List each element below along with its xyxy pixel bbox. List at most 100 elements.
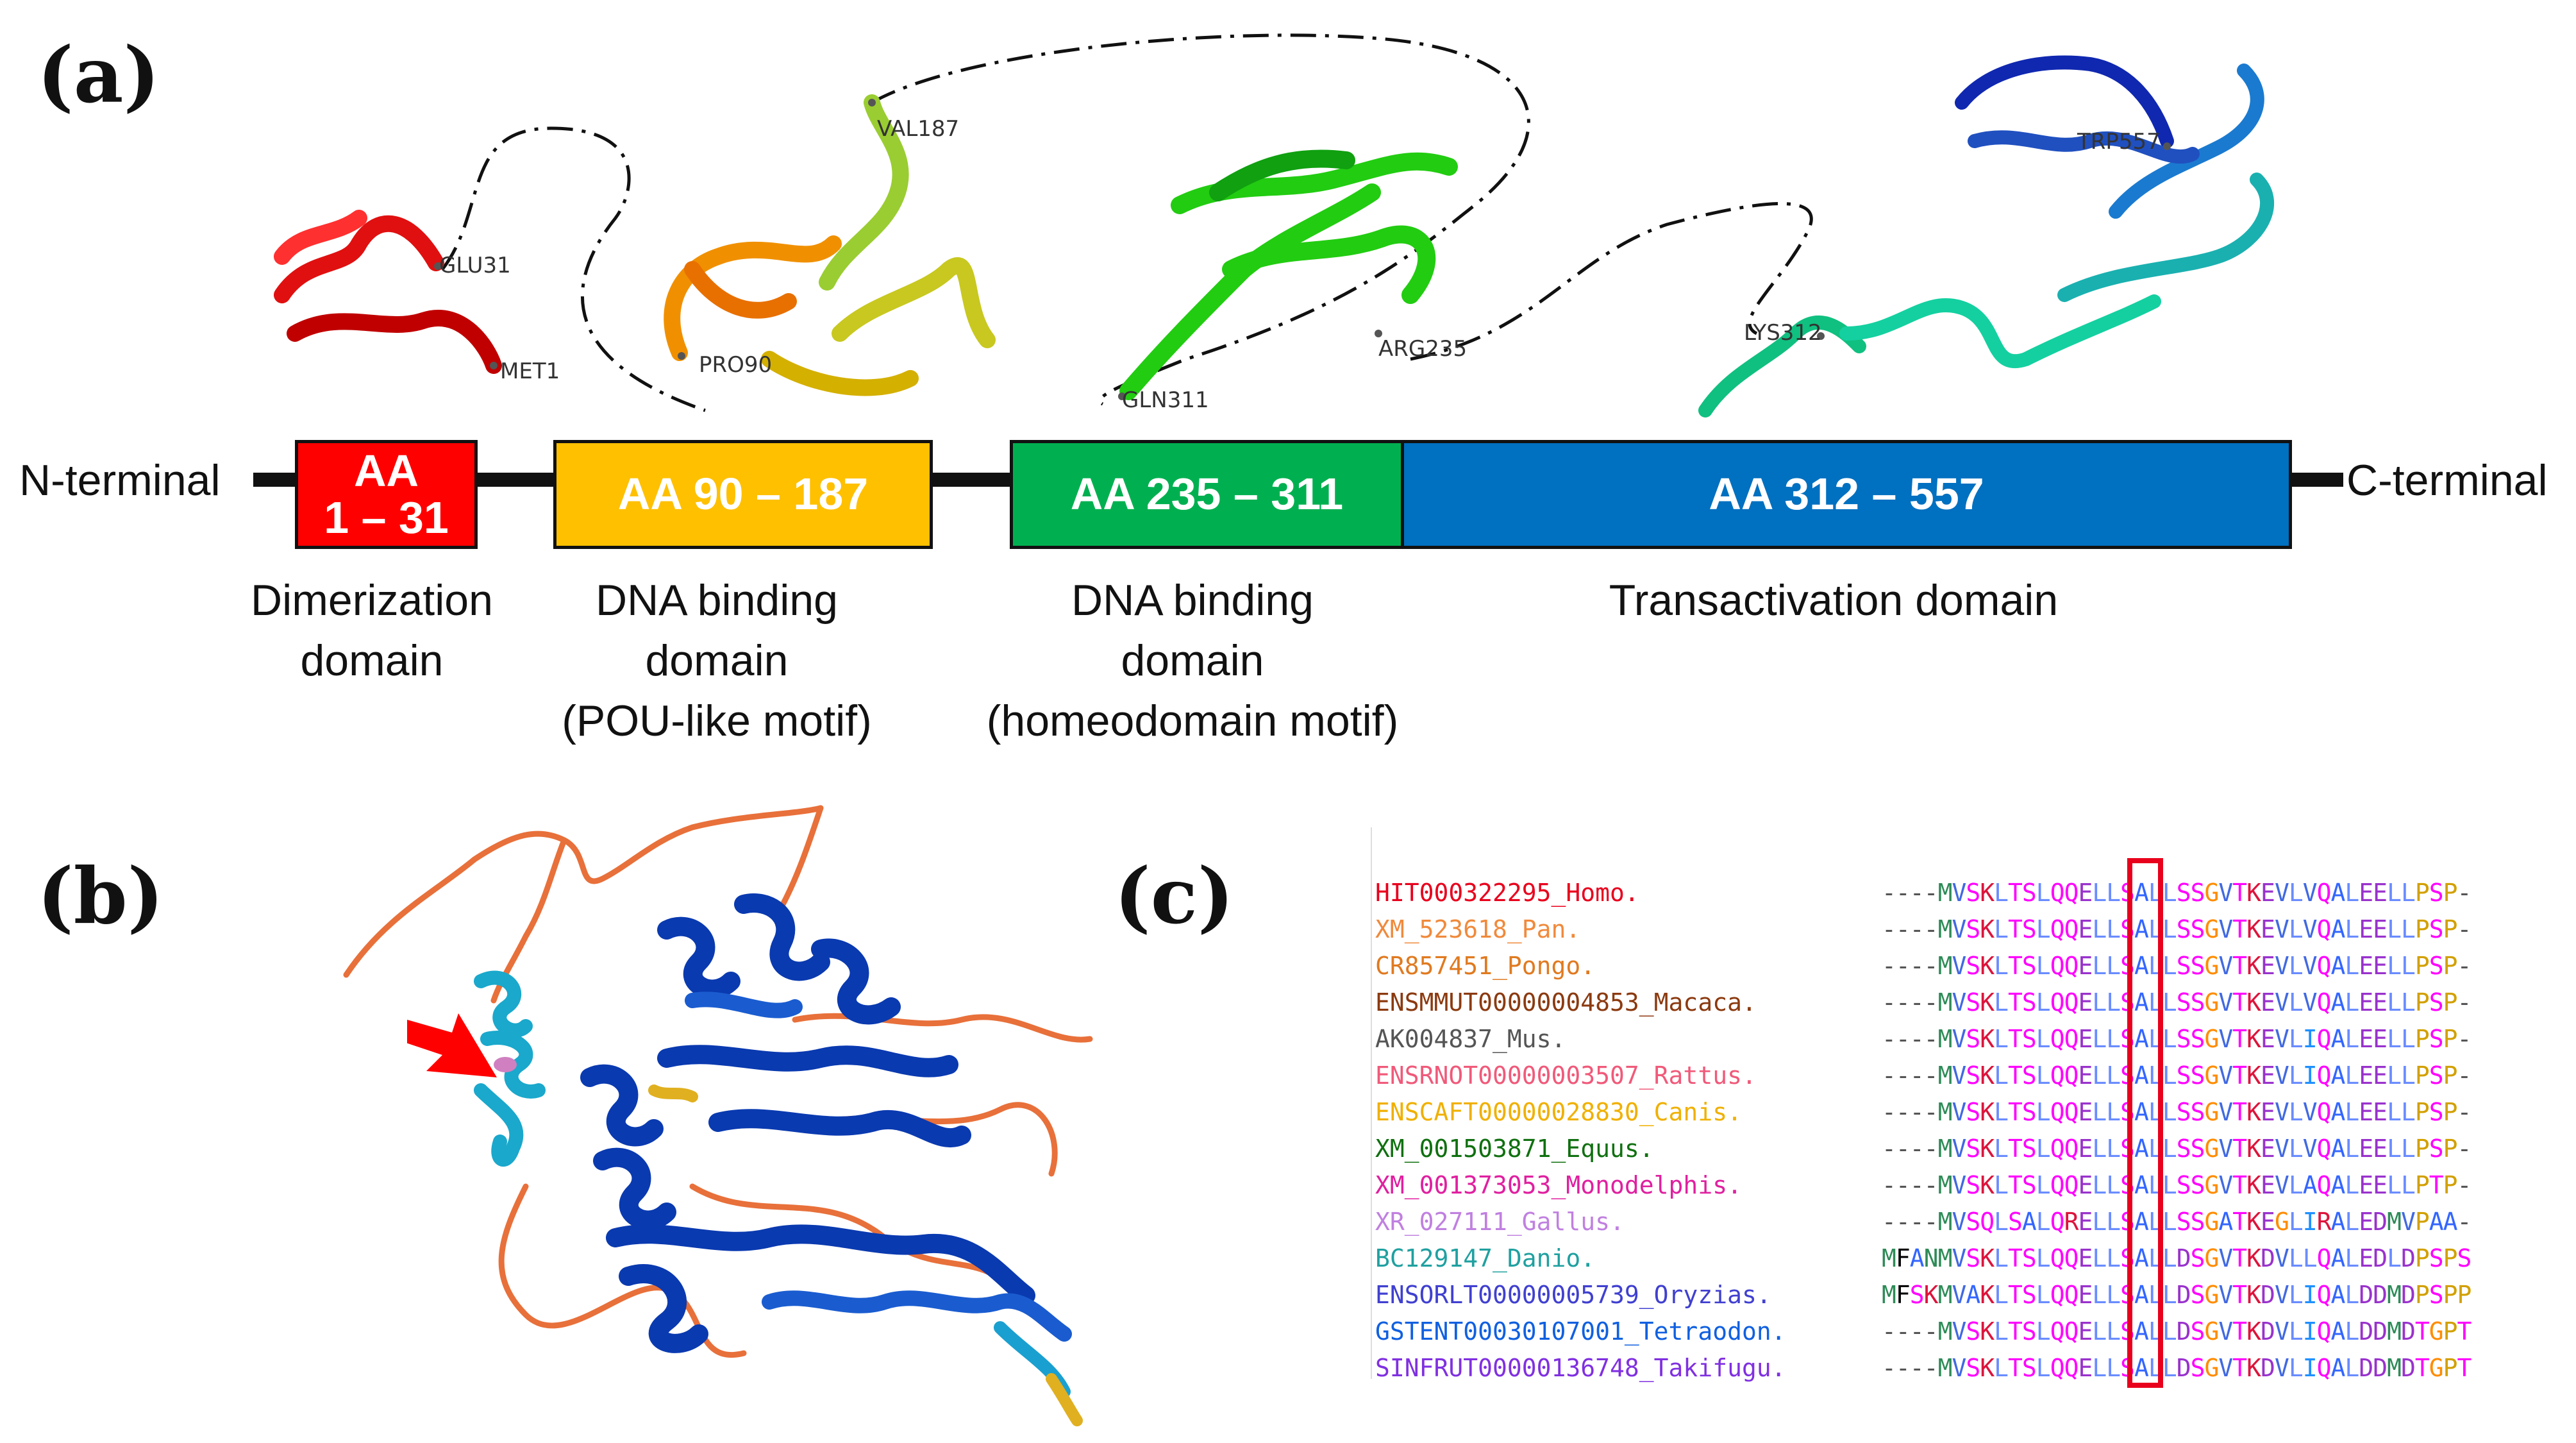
alignment-residue: D [2261,1244,2275,1272]
alignment-residue: A [2330,1171,2346,1199]
alignment-species-name: SINFRUT00000136748_Takifugu. [1375,1354,1786,1382]
alignment-residue: G [2429,1317,2444,1346]
alignment-residue: Q [2050,952,2065,980]
alignment-residue: M [2387,1354,2402,1382]
alignment-species-name: XR_027111_Gallus. [1375,1208,1625,1236]
alignment-residue: L [2345,1208,2359,1236]
alignment-residue: L [2092,988,2107,1017]
alignment-residue: P [2414,952,2430,980]
alignment-residue: P [2443,1244,2458,1272]
alignment-residue: L [2162,1171,2177,1199]
alignment-residue: - [2457,952,2472,980]
alignment-residue: D [2261,1281,2275,1309]
alignment-residue: L [2036,915,2051,943]
alignment-residue: M [1937,1025,1953,1053]
alignment-residue: E [2359,988,2373,1017]
alignment-residue: L [2092,1244,2107,1272]
alignment-residue: L [2092,1354,2107,1382]
alignment-residue: E [2359,915,2373,943]
alignment-residue: L [2387,1135,2402,1163]
alignment-residue: P [2414,1244,2430,1272]
alignment-residue: G [2274,1208,2289,1236]
alignment-residue: M [2387,1208,2402,1236]
panel-label-a: (a) [37,30,160,121]
alignment-residue: S [2190,1061,2205,1090]
alignment-residue: S [2190,1208,2205,1236]
alignment-residue: A [2330,1098,2346,1126]
alignment-residue: L [2387,879,2402,907]
alignment-residue: L [1994,1171,2009,1199]
alignment-residue: V [2274,1171,2289,1199]
alignment-residue: S [2429,1025,2444,1053]
alignment-residue: - [1882,1208,1896,1236]
alignment-residue: E [2261,1061,2275,1090]
alignment-residue: - [2457,1171,2472,1199]
alignment-residue: L [2106,1354,2121,1382]
alignment-residue: Q [2050,1171,2065,1199]
alignment-residue: S [2176,988,2191,1017]
alignment-residue: V [2274,1025,2289,1053]
residue-label-lys312: LYS312 [1744,320,1822,346]
alignment-residue: L [1994,1135,2009,1163]
alignment-residue: L [2036,879,2051,907]
alignment-residue: A [2330,952,2346,980]
alignment-residue: T [2232,1244,2247,1272]
alignment-residue: Q [2064,1281,2079,1309]
alignment-residue: - [1895,1354,1911,1382]
alignment-residue: S [2429,1135,2444,1163]
alignment-species-name: XM_523618_Pan. [1375,915,1581,943]
alignment-residue: Q [2064,1317,2079,1346]
alignment-residue: D [2400,1317,2416,1346]
alignment-residue: T [2008,988,2023,1017]
alignment-residue: Q [2316,1281,2332,1309]
alignment-residue: - [1909,988,1925,1017]
alignment-residue: S [1966,1171,1980,1199]
alignment-sequence-row: ----MVSKLTSLQQELLSALLSSGVTKEVLVQALEELLPS… [1882,911,2471,948]
alignment-residue: L [2387,1171,2402,1199]
alignment-residue: K [2246,1317,2261,1346]
alignment-residue: V [2218,1061,2233,1090]
alignment-residue: - [1909,1025,1925,1053]
alignment-residue: V [1952,1025,1966,1053]
alignment-residue: - [1923,1061,1939,1090]
alignment-residue: P [2443,1317,2458,1346]
alignment-residue: - [1882,1061,1896,1090]
alignment-residue: Q [2316,1171,2332,1199]
alignment-residue: P [2443,915,2458,943]
alignment-sequence-row: ----MVSKLTSLQQELLSALLSSGVTKEVLVQALEELLPS… [1882,1131,2471,1167]
alignment-residue: - [1882,915,1896,943]
alignment-residue: L [2400,915,2416,943]
alignment-residue: L [2345,1244,2359,1272]
alignment-residue: L [2092,1281,2107,1309]
alignment-residue: A [2134,879,2149,907]
alignment-residue: T [2008,1061,2023,1090]
alignment-residue: L [2106,1171,2121,1199]
alignment-residue: G [2204,1025,2219,1053]
alignment-residue: - [2457,988,2472,1017]
alignment-residue: Q [2050,1354,2065,1382]
alignment-residue: L [2387,915,2402,943]
alignment-residue: T [2008,1281,2023,1309]
alignment-residue: L [1994,1025,2009,1053]
alignment-residue: T [2232,879,2247,907]
c-terminal-label: C-terminal [2346,456,2548,505]
alignment-residue: K [2246,1244,2261,1272]
alignment-residue: L [2400,1135,2416,1163]
alignment-residue: N [1923,1244,1939,1272]
alignment-residue: L [2092,879,2107,907]
alignment-residue: L [2162,1098,2177,1126]
alignment-residue: S [1966,879,1980,907]
alignment-residue: - [1923,1317,1939,1346]
alignment-residue: - [2457,879,2472,907]
alignment-residue: L [2345,1135,2359,1163]
alignment-residue: S [1966,988,1980,1017]
alignment-residue: Q [2064,1135,2079,1163]
alignment-residue: Q [2064,1061,2079,1090]
alignment-residue: I [2302,1208,2318,1236]
alignment-residue: P [2414,1208,2430,1236]
alignment-residue: - [1895,1061,1911,1090]
panel-label-b: (b) [37,851,164,941]
alignment-residue: E [2359,1135,2373,1163]
alignment-residue: T [2008,1135,2023,1163]
alignment-residue: V [2218,1317,2233,1346]
